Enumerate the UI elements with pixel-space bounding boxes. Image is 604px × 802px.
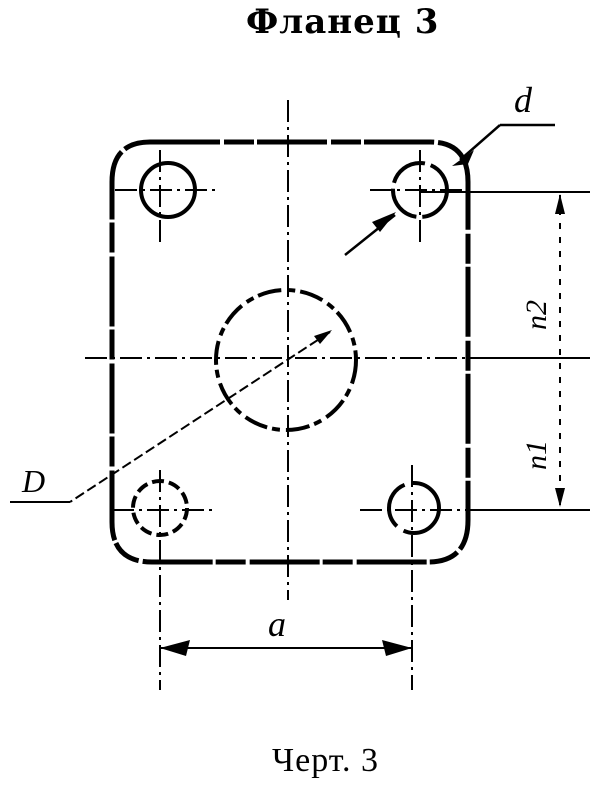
label-lower-vertical-spacing: n1 [520,440,553,470]
bolt-hole-bottom-right [387,481,441,535]
center-lines [85,100,470,690]
bolt-hole-bottom-left [131,479,189,537]
bolt-hole-top-right [391,161,449,219]
drawing-caption: Черт. 3 [272,742,380,779]
label-upper-vertical-spacing: n2 [520,300,553,330]
bolt-hole-top-left [139,161,197,219]
label-bolt-hole-diameter: d [514,80,533,120]
flange-outline [109,139,471,565]
vertical-dimensions [420,191,590,511]
center-hole-leader [10,331,331,503]
label-horizontal-spacing: a [268,604,286,644]
label-center-hole-diameter: D [21,463,45,499]
center-hole [214,288,358,432]
drawing-title: Фланец 3 [246,2,440,42]
